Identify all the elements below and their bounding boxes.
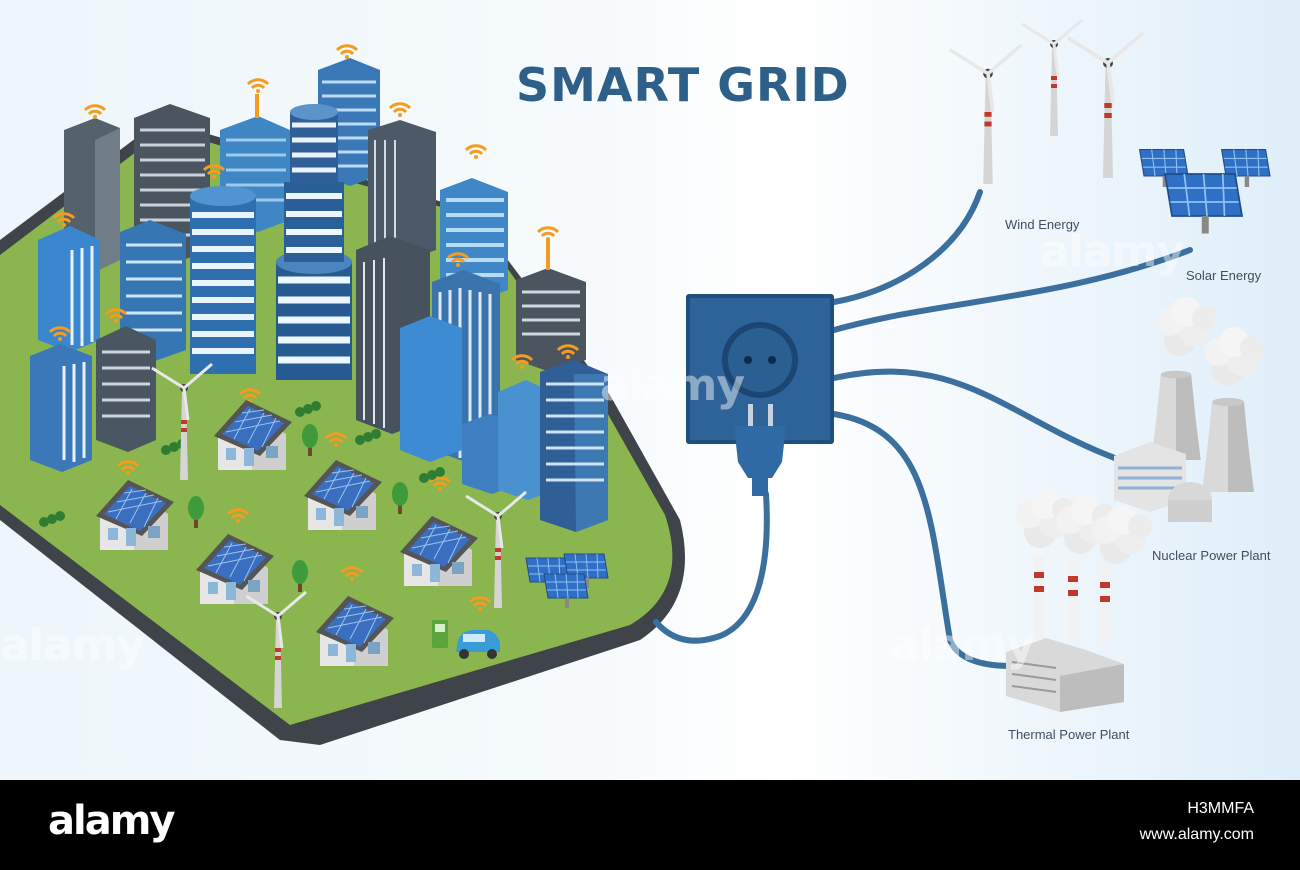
wifi-icon — [388, 102, 412, 119]
wifi-icon — [246, 78, 270, 95]
cooling-tower-icon — [1202, 398, 1254, 492]
watermark: alamy — [890, 620, 1035, 671]
cable-nuclear — [831, 368, 1123, 463]
electric-car-icon — [456, 630, 500, 659]
solar-panel-icon — [1164, 173, 1243, 235]
wind-turbine-icon — [947, 42, 1024, 186]
ev-charging — [432, 620, 500, 659]
solar-farm — [1139, 149, 1271, 235]
power-plug-icon — [734, 404, 786, 496]
nuclear-power-plant — [1114, 297, 1264, 522]
wifi-icon — [335, 44, 359, 61]
power-cables — [653, 189, 1193, 669]
power-socket-icon — [686, 294, 834, 444]
building-stacked-cylinder — [276, 182, 352, 380]
footer-brand[interactable]: alamy — [48, 798, 175, 844]
cable-wind — [831, 189, 983, 305]
smart-grid-illustration: SMART GRID Wind Energy Solar Energy Nucl… — [0, 0, 1300, 780]
wifi-icon — [464, 144, 488, 161]
building-mid-blue — [120, 220, 186, 362]
factory-icon — [1006, 638, 1124, 712]
footer-site-link[interactable]: www.alamy.com — [1139, 826, 1254, 843]
stock-footer: alamy H3MMFA www.alamy.com — [0, 780, 1300, 870]
building-blue-right — [440, 178, 508, 302]
building-left-blue — [38, 226, 100, 352]
cable-thermal — [831, 411, 1011, 669]
building-gray-antenna — [516, 240, 586, 372]
footer-image-code: H3MMFA — [1187, 800, 1254, 817]
wind-turbine-icon — [1066, 31, 1145, 180]
thermal-power-plant — [1006, 489, 1152, 712]
watermark: alamy — [600, 360, 745, 411]
illustration-canvas — [0, 18, 1271, 745]
wifi-icon — [536, 226, 560, 243]
label-thermal-power-plant: Thermal Power Plant — [1008, 727, 1130, 742]
watermark: alamy — [0, 620, 145, 671]
diagram-title: SMART GRID — [516, 58, 850, 112]
cable-city — [653, 491, 770, 644]
cable-solar — [831, 247, 1193, 333]
label-solar-energy: Solar Energy — [1186, 268, 1262, 283]
wifi-icon — [83, 104, 107, 121]
building-right-tall-blue — [540, 360, 608, 532]
label-nuclear-power-plant: Nuclear Power Plant — [1152, 548, 1271, 563]
skyline — [30, 58, 608, 532]
wind-turbine-icon — [1020, 18, 1084, 138]
watermark: alamy — [1040, 226, 1185, 277]
label-wind-energy: Wind Energy — [1005, 217, 1080, 232]
building-cylinder — [190, 186, 256, 374]
wind-farm — [947, 18, 1145, 186]
building-left-front — [30, 326, 156, 472]
